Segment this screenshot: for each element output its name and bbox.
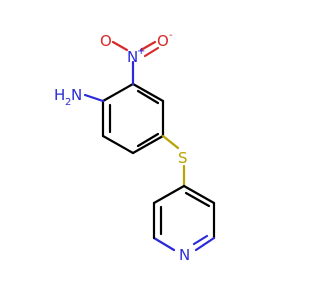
bond bbox=[152, 184, 186, 205]
amine-h-label: H bbox=[54, 86, 65, 104]
pyridine-n-label: N bbox=[179, 246, 190, 264]
bond bbox=[136, 89, 160, 105]
bond bbox=[184, 191, 211, 208]
nitro-o-double-bond bbox=[139, 40, 157, 52]
bond bbox=[101, 82, 135, 103]
nitro-o-right-label: O bbox=[157, 32, 169, 50]
pyridine-ring bbox=[152, 184, 216, 252]
nitro-n-charge: + bbox=[137, 46, 145, 57]
c-s-bond bbox=[161, 134, 180, 150]
nitro-o-single-bond bbox=[111, 40, 129, 52]
amine-h-count: 2 bbox=[65, 97, 71, 108]
bond bbox=[131, 134, 165, 155]
bond bbox=[194, 236, 216, 252]
bond bbox=[136, 132, 160, 148]
benzene-ring bbox=[101, 82, 165, 155]
amine-n-label: N bbox=[71, 86, 82, 104]
bond bbox=[101, 134, 135, 155]
molecule-diagram: H 2 N N + O O - S N bbox=[54, 30, 216, 264]
sulfur-label: S bbox=[178, 149, 188, 167]
structure-drawing: H 2 N N + O O - S N bbox=[54, 30, 216, 264]
bond bbox=[192, 234, 209, 246]
bond bbox=[182, 184, 216, 205]
nitro-o-top-label: O bbox=[100, 32, 112, 50]
bond bbox=[152, 236, 176, 252]
amine-bond bbox=[83, 93, 105, 103]
bond bbox=[131, 82, 165, 103]
nitro-n-label: N bbox=[127, 48, 138, 66]
nitro-o-double-bond-2 bbox=[143, 46, 160, 58]
nitro-o-charge: - bbox=[169, 30, 173, 41]
